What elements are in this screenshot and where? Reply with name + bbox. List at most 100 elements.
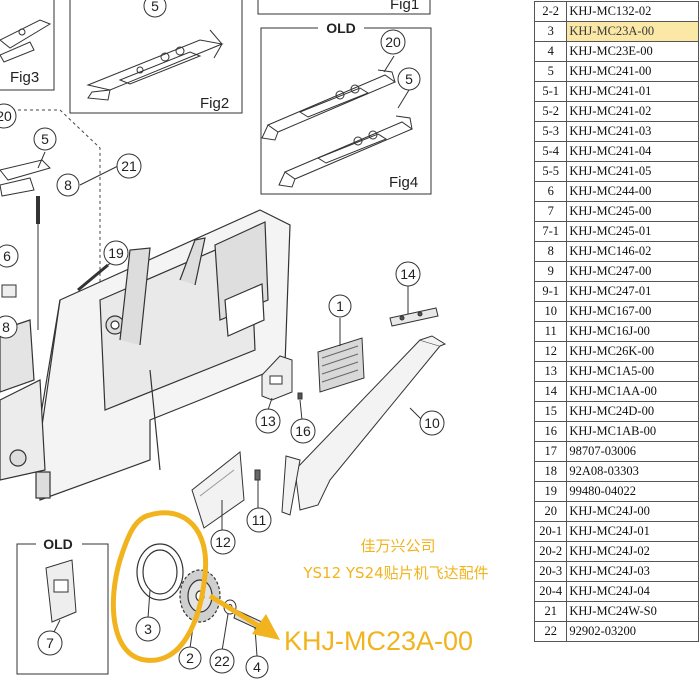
part-code-cell: 92902-03200 bbox=[566, 621, 699, 642]
svg-text:19: 19 bbox=[108, 245, 124, 261]
part-number-cell: 10 bbox=[533, 301, 568, 322]
svg-text:3: 3 bbox=[144, 621, 152, 637]
callout-5-fig3: 5 bbox=[143, 0, 167, 18]
callout-2: 2 bbox=[178, 646, 202, 670]
svg-text:12: 12 bbox=[215, 534, 231, 550]
old-label-bg-fig4 bbox=[318, 20, 364, 36]
part-code-cell: KHJ-MC24D-00 bbox=[566, 401, 699, 422]
part-number-cell: 15 bbox=[533, 401, 568, 422]
callout-13: 13 bbox=[255, 408, 281, 434]
part-code-cell: KHJ-MC24J-03 bbox=[566, 561, 699, 582]
callout-19: 19 bbox=[103, 240, 129, 266]
part-8-pin-drawing bbox=[36, 196, 40, 224]
svg-text:10: 10 bbox=[424, 415, 440, 431]
callout-14: 14 bbox=[395, 261, 421, 287]
svg-text:5: 5 bbox=[405, 71, 413, 87]
callout-16: 16 bbox=[290, 418, 316, 444]
part-code-cell: 98707-03006 bbox=[566, 441, 699, 462]
part-number-cell: 5-1 bbox=[533, 81, 568, 102]
part-number-cell: 5-4 bbox=[533, 141, 568, 162]
part-number-cell: 21 bbox=[533, 601, 568, 622]
part-code-cell: KHJ-MC1A5-00 bbox=[566, 361, 699, 382]
part-code-cell: 92A08-03303 bbox=[566, 461, 699, 482]
svg-text:7: 7 bbox=[46, 635, 54, 651]
part-number-cell: 4 bbox=[533, 41, 568, 62]
fig3-label: Fig3 bbox=[10, 69, 39, 86]
part-13-bracket-drawing bbox=[261, 355, 293, 401]
svg-text:11: 11 bbox=[252, 512, 267, 528]
part-code-cell: KHJ-MC1AA-00 bbox=[566, 381, 699, 402]
fig2-feeder-part-drawing bbox=[86, 29, 224, 101]
part-code-cell: KHJ-MC23A-00 bbox=[566, 21, 699, 42]
callout-5-fig4: 5 bbox=[397, 67, 421, 91]
part-number-cell: 5-5 bbox=[533, 161, 568, 182]
part-number-cell: 5-3 bbox=[533, 121, 568, 142]
part-10-cover-drawing bbox=[281, 335, 447, 516]
part-number-cell: 8 bbox=[533, 241, 568, 262]
part-16-screw-drawing bbox=[297, 392, 303, 400]
fig2-label: Fig2 bbox=[200, 95, 229, 112]
fig4-feeder-part-drawing-lower bbox=[278, 115, 414, 188]
callout-4: 4 bbox=[245, 655, 269, 679]
part-code-cell: KHJ-MC16J-00 bbox=[566, 321, 699, 342]
part-code-cell: KHJ-MC241-03 bbox=[566, 121, 699, 142]
fig3-frame bbox=[0, 0, 55, 91]
callout-5-group: 5 bbox=[33, 127, 57, 151]
part-number-cell: 7 bbox=[533, 201, 568, 222]
part-11-screw-drawing bbox=[254, 469, 261, 481]
fig3-feeder-part-drawing bbox=[0, 19, 52, 63]
svg-text:1: 1 bbox=[336, 298, 344, 314]
fig1-frame bbox=[257, 0, 431, 15]
svg-text:4: 4 bbox=[253, 659, 261, 675]
part-number-cell: 20-1 bbox=[533, 521, 568, 542]
svg-text:20: 20 bbox=[385, 34, 401, 50]
exploded-parts-diagram: 5 5 20 5 20 21 8 6 8 19 1 14 bbox=[0, 0, 489, 679]
part-number-cell: 22 bbox=[533, 621, 568, 642]
svg-text:20: 20 bbox=[0, 108, 12, 124]
part-code-cell: KHJ-MC167-00 bbox=[566, 301, 699, 322]
part-number-cell: 19 bbox=[533, 481, 568, 502]
highlighted-part-code: KHJ-MC23A-00 bbox=[284, 626, 473, 656]
fig2-frame bbox=[69, 0, 243, 114]
svg-text:16: 16 bbox=[295, 423, 311, 439]
part-number-cell: 7-1 bbox=[533, 221, 568, 242]
part-code-cell: KHJ-MC1AB-00 bbox=[566, 421, 699, 442]
part-number-cell: 5-2 bbox=[533, 101, 568, 122]
part-number-cell: 20 bbox=[533, 501, 568, 522]
part-14-drawing bbox=[389, 307, 439, 327]
product-description-text: YS12 YS24贴片机飞达配件 bbox=[302, 564, 488, 582]
callout-12: 12 bbox=[210, 529, 236, 555]
old-label-fig4: OLD bbox=[326, 20, 356, 36]
part-code-cell: KHJ-MC241-05 bbox=[566, 161, 699, 182]
svg-text:21: 21 bbox=[121, 158, 137, 174]
part-code-cell: KHJ-MC241-00 bbox=[566, 61, 699, 82]
callout-7: 7 bbox=[37, 630, 63, 656]
svg-text:22: 22 bbox=[214, 653, 230, 669]
part-code-cell: KHJ-MC241-02 bbox=[566, 101, 699, 122]
company-name-text: 佳万兴公司 bbox=[360, 537, 435, 555]
svg-text:5: 5 bbox=[41, 131, 49, 147]
callout-22: 22 bbox=[209, 648, 235, 674]
part-code-cell: KHJ-MC241-04 bbox=[566, 141, 699, 162]
part-number-cell: 14 bbox=[533, 381, 568, 402]
part-code-cell: KHJ-MC24J-00 bbox=[566, 501, 699, 522]
part-code-cell: KHJ-MC23E-00 bbox=[566, 41, 699, 62]
fig4-feeder-part-drawing-upper bbox=[261, 69, 397, 141]
